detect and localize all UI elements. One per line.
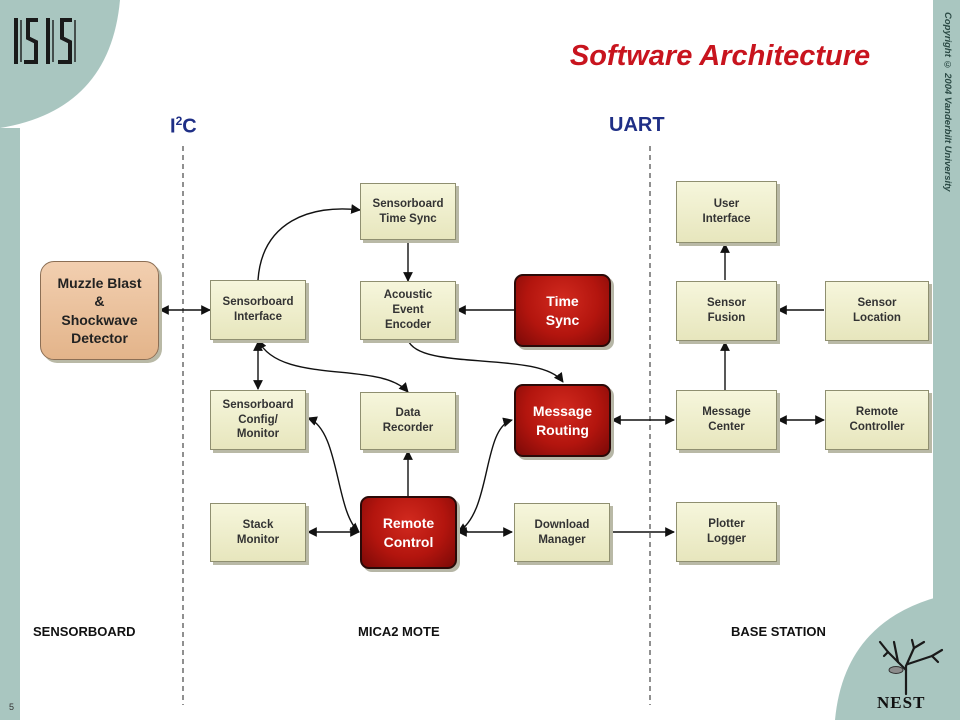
copyright-notice: Copyright © 2004 Vanderbilt University: [942, 12, 953, 192]
i2c-label-end: C: [182, 115, 197, 138]
arrow-remote-routing: [457, 417, 513, 533]
isis-logo: [14, 18, 76, 64]
section-base-station: BASE STATION: [731, 624, 826, 639]
time-sync[interactable]: Time Sync: [514, 274, 611, 347]
uart-label: UART: [609, 114, 665, 136]
remote-control[interactable]: Remote Control: [360, 496, 457, 569]
remote-controller[interactable]: Remote Controller: [825, 390, 929, 450]
sensor-location[interactable]: Sensor Location: [825, 281, 929, 341]
stack-monitor[interactable]: Stack Monitor: [210, 503, 306, 562]
arrow-interface-timesync: [257, 204, 361, 281]
left-edge-band: [0, 128, 20, 720]
section-mica2-mote: MICA2 MOTE: [358, 624, 440, 639]
sensorboard-config-monitor[interactable]: Sensorboard Config/ Monitor: [210, 390, 306, 450]
arrow-config-remote: [307, 416, 360, 533]
i2c-label-base: I: [170, 115, 176, 138]
data-recorder[interactable]: Data Recorder: [360, 392, 456, 450]
section-sensorboard: SENSORBOARD: [33, 624, 136, 639]
message-center[interactable]: Message Center: [676, 390, 777, 450]
nest-logo-text: NEST: [877, 693, 926, 712]
acoustic-event-encoder[interactable]: Acoustic Event Encoder: [360, 281, 456, 340]
plotter-logger[interactable]: Plotter Logger: [676, 502, 777, 562]
slide-title: Software Architecture: [569, 40, 871, 72]
sensorboard-interface[interactable]: Sensorboard Interface: [210, 280, 306, 340]
i2c-label-superscript: 2: [175, 114, 183, 128]
sensorboard-time-sync[interactable]: Sensorboard Time Sync: [360, 183, 456, 240]
message-routing[interactable]: Message Routing: [514, 384, 611, 457]
page-number: 5: [9, 702, 15, 712]
sensor-fusion[interactable]: Sensor Fusion: [676, 281, 777, 341]
user-interface[interactable]: User Interface: [676, 181, 777, 243]
nest-tree-icon: [878, 638, 944, 696]
download-manager[interactable]: Download Manager: [514, 503, 610, 562]
arrow-interface-recorder: [257, 339, 409, 393]
i2c-label: I2C: [170, 114, 197, 139]
muzzle-blast-detector[interactable]: Muzzle Blast & Shockwave Detector: [40, 261, 159, 360]
arrow-encoder-routing: [407, 339, 564, 383]
